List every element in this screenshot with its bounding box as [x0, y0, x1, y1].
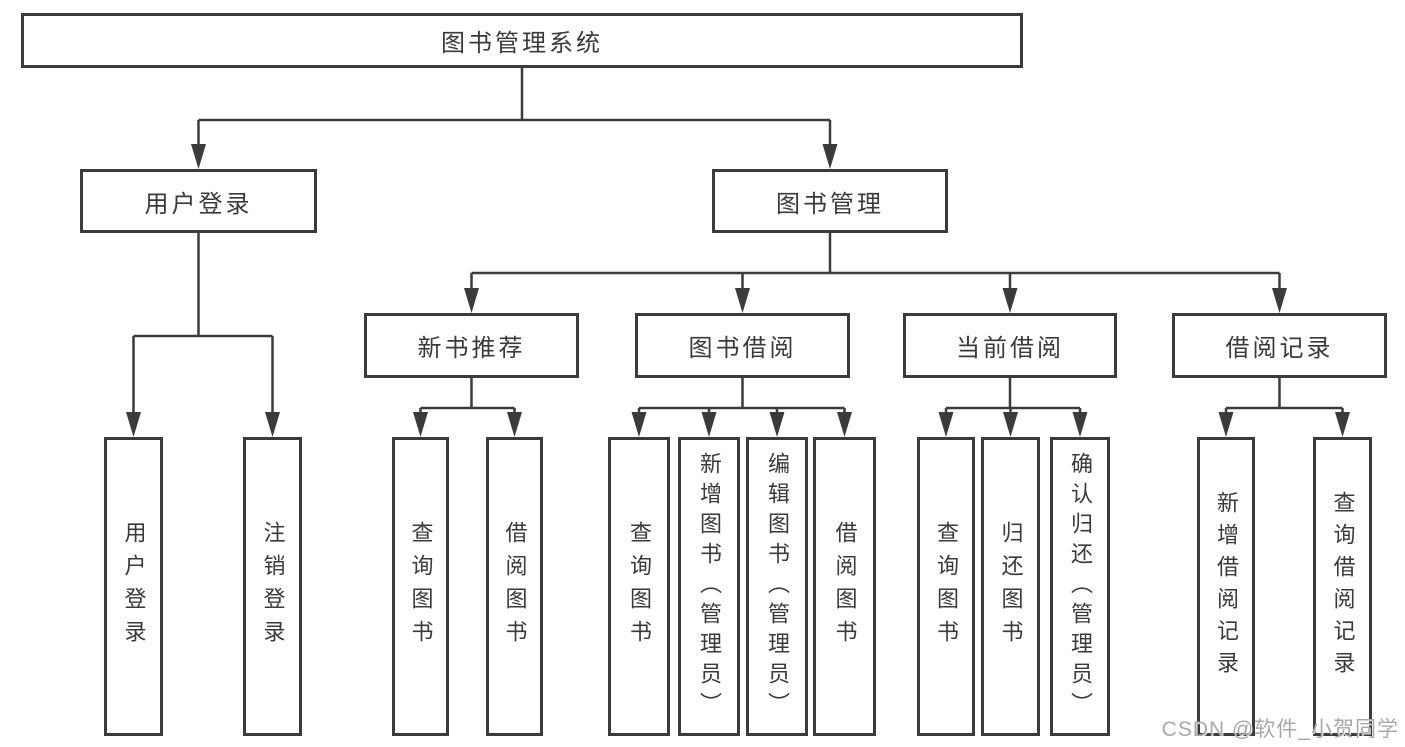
node-label: 新书推荐 — [417, 335, 526, 362]
node-label: 图书管理 — [776, 190, 884, 218]
node-label: 借阅记录 — [1225, 335, 1334, 362]
leaf-edit-book-admin: 编辑图书（管理员） — [746, 437, 808, 736]
node-user-login: 用户登录 — [80, 169, 317, 233]
leaf-add-borrow-record: 新增借阅记录 — [1197, 437, 1255, 736]
leaf-label: 查询图书 — [934, 520, 959, 653]
leaf-query-books-recommend: 查询图书 — [392, 437, 449, 736]
node-root: 图书管理系统 — [21, 13, 1023, 68]
leaf-label: 查询借阅记录 — [1330, 490, 1356, 683]
node-new-book-recommend: 新书推荐 — [364, 313, 579, 378]
leaf-label: 新增图书（管理员） — [697, 451, 722, 722]
leaf-query-borrow-record: 查询借阅记录 — [1313, 437, 1372, 736]
node-label: 图书借阅 — [688, 335, 797, 362]
watermark: CSDN @软件_小贺同学 — [1161, 718, 1399, 741]
leaf-label: 注销登录 — [260, 520, 286, 653]
node-book-management: 图书管理 — [712, 169, 948, 233]
leaf-label: 确认归还（管理员） — [1068, 451, 1093, 722]
node-borrow-records: 借阅记录 — [1172, 313, 1387, 378]
leaf-label: 编辑图书（管理员） — [765, 451, 790, 722]
leaf-label: 新增借阅记录 — [1214, 490, 1239, 683]
leaf-add-book-admin: 新增图书（管理员） — [678, 437, 740, 736]
node-label: 图书管理系统 — [441, 30, 603, 57]
leaf-borrow-books-borrow: 借阅图书 — [813, 437, 876, 736]
leaf-return-book: 归还图书 — [981, 437, 1040, 736]
leaf-label: 查询图书 — [627, 520, 652, 653]
node-book-borrow: 图书借阅 — [635, 313, 850, 378]
leaf-label: 借阅图书 — [832, 520, 858, 653]
leaf-user-login: 用户登录 — [104, 437, 163, 736]
node-current-borrow: 当前借阅 — [903, 313, 1117, 378]
leaf-label: 查询图书 — [408, 520, 434, 653]
node-label: 当前借阅 — [956, 335, 1064, 362]
leaf-borrow-books-recommend: 借阅图书 — [486, 437, 543, 736]
node-label: 用户登录 — [144, 190, 253, 218]
leaf-logout: 注销登录 — [243, 437, 302, 736]
leaf-query-books-borrow: 查询图书 — [608, 437, 670, 736]
leaf-label: 用户登录 — [121, 520, 147, 653]
leaf-query-books-current: 查询图书 — [917, 437, 975, 736]
leaf-label: 借阅图书 — [502, 520, 528, 653]
leaf-confirm-return-admin: 确认归还（管理员） — [1050, 437, 1110, 736]
leaf-label: 归还图书 — [998, 520, 1024, 653]
